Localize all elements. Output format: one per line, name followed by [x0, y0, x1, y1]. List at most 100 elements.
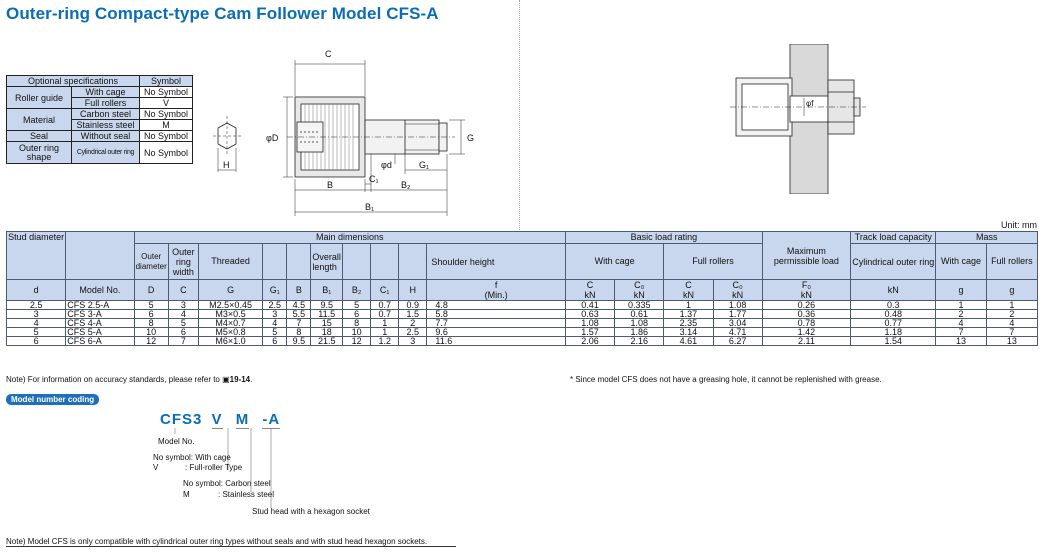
- symbol-text: Model No.: [79, 285, 121, 295]
- group-roller-guide: Roller guide: [6, 86, 72, 109]
- unit-label: Unit: mm: [1001, 220, 1037, 230]
- symbol-text: G: [227, 285, 235, 295]
- symbol-cell: kN: [850, 279, 937, 301]
- table-cell: 2.16: [614, 336, 665, 346]
- options-table: Optional specifications Symbol Roller gu…: [5, 75, 193, 164]
- unit-text: kN: [633, 290, 645, 300]
- unit-text: kN: [584, 290, 596, 300]
- header-mass-full-rollers: Full rollers: [985, 243, 1039, 280]
- table-cell: 3: [398, 336, 428, 346]
- header-outer-ring-width: Outer ring width: [167, 243, 199, 280]
- spec-with-cage: With cage: [70, 86, 141, 98]
- dim-label-b1: B₁: [365, 202, 374, 212]
- symbol-cell: V: [139, 97, 193, 109]
- symbol-cell: G₁: [262, 279, 288, 301]
- group-seal: Seal: [6, 130, 72, 142]
- column-divider: [519, 0, 520, 230]
- table-cell: 12: [342, 336, 372, 346]
- symbol-text: C: [586, 280, 594, 290]
- note-bottom: Note) Model CFS is only compatible with …: [6, 537, 428, 546]
- symbol-cell: No Symbol: [139, 108, 193, 120]
- table-cell: CFS 6-A: [65, 336, 135, 346]
- table-cell: 4.61: [663, 336, 714, 346]
- table-cell: 6: [262, 336, 288, 346]
- header-basic-load-rating: Basic load rating: [564, 231, 763, 244]
- spec-full-rollers: Full rollers: [70, 97, 141, 109]
- header-model-blank: [65, 231, 135, 280]
- symbol-cell: B₁: [310, 279, 344, 301]
- code-nosym-carbon: No symbol: Carbon steel: [183, 479, 271, 488]
- header-full-rollers: Full rollers: [663, 243, 763, 280]
- symbol-text: B: [295, 285, 302, 295]
- dim-label-c1: C₁: [369, 174, 379, 184]
- note-accuracy-suffix: .: [250, 375, 253, 384]
- dim-label-c: C: [325, 49, 332, 59]
- unit-text: g: [958, 285, 964, 295]
- note-grease: * Since model CFS does not have a greasi…: [570, 375, 882, 384]
- spec-cylindrical-outer-ring: Cylindrical outer ring: [70, 141, 141, 164]
- symbol-cell: No Symbol: [139, 141, 193, 164]
- header-shoulder-height: Shoulder height: [426, 243, 566, 280]
- symbol-text: C₀: [634, 280, 645, 290]
- table-cell: 6.27: [712, 336, 763, 346]
- unit-text: kN: [682, 290, 694, 300]
- symbol-cell: H: [398, 279, 428, 301]
- symbol-cell: f(Min.): [426, 279, 566, 301]
- spec-carbon-steel: Carbon steel: [70, 108, 141, 120]
- table-cell: 1.54: [850, 336, 937, 346]
- note-accuracy: Note) For information on accuracy standa…: [6, 375, 252, 384]
- symbol-cell: g: [935, 279, 987, 301]
- dim-label-phi-f: φf: [806, 99, 814, 108]
- header-with-cage: With cage: [564, 243, 665, 280]
- book-icon: ▣: [222, 375, 230, 384]
- unit-text: kN: [732, 290, 744, 300]
- code-main: CFS3: [160, 411, 203, 428]
- header-main-dimensions: Main dimensions: [133, 231, 566, 244]
- symbol-cell: B: [286, 279, 312, 301]
- symbol-text: D: [147, 285, 155, 295]
- unit-text: kN: [800, 290, 812, 300]
- header-track-load: Track load capacity: [850, 231, 937, 244]
- divider: [6, 546, 456, 547]
- table-cell: 6: [5, 336, 67, 346]
- symbol-text: H: [409, 285, 417, 295]
- code-m-sym: M: [183, 490, 190, 499]
- symbol-text: F₀: [801, 280, 812, 290]
- dimensions-table: Stud diameter Main dimensions Basic load…: [5, 231, 1039, 346]
- dim-label-g: G: [467, 133, 474, 143]
- symbol-cell: Model No.: [65, 279, 135, 301]
- code-a: -A: [262, 411, 281, 429]
- spec-without-seal: Without seal: [70, 130, 141, 142]
- symbol-cell: M: [139, 119, 193, 131]
- cam-follower-drawing: C φD G φd G₁ C₁ B B₂ B₁ H: [213, 49, 474, 216]
- mounting-drawing: φf: [730, 44, 866, 194]
- unit-text: kN: [887, 285, 899, 295]
- table-cell: 13: [985, 336, 1039, 346]
- symbol-cell: D: [133, 279, 169, 301]
- header-outer-diameter: Outer diameter: [133, 243, 169, 280]
- model-coding-badge: Model number coding: [6, 394, 100, 405]
- code-v-sym: V: [153, 463, 159, 472]
- model-code: CFS3 V M -A: [160, 411, 281, 429]
- dim-label-g1: G₁: [419, 160, 429, 170]
- table-cell: 1.2: [370, 336, 400, 346]
- header-blank: [286, 243, 312, 280]
- table-cell: 9.5: [286, 336, 312, 346]
- table-cell: 2.11: [761, 336, 852, 346]
- header-blank: [262, 243, 288, 280]
- table-cell: 21.5: [310, 336, 344, 346]
- header-mass-with-cage: With cage: [935, 243, 987, 280]
- page-title: Outer-ring Compact-type Cam Follower Mod…: [6, 4, 439, 23]
- symbol-text: C: [685, 280, 692, 290]
- code-nosym-cage: No symbol: With cage: [153, 453, 231, 462]
- spec-stainless-steel: Stainless steel: [70, 119, 141, 131]
- table-cell: 2.06: [564, 336, 616, 346]
- symbol-text: B₁: [322, 285, 332, 295]
- options-header-spec: Optional specifications: [5, 75, 141, 87]
- symbol-text: d: [33, 285, 39, 295]
- header-cylindrical-outer-ring: Cylindrical outer ring: [850, 243, 937, 280]
